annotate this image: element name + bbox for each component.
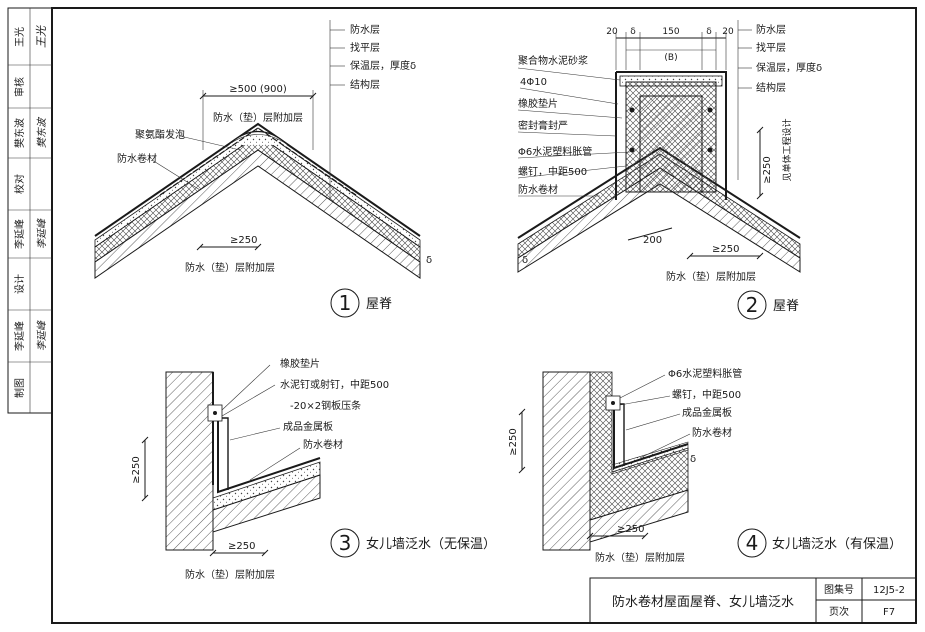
- d2-label-bottom-extra: 防水（垫）层附加层: [666, 270, 756, 283]
- d2-layer-1: 防水层: [756, 23, 786, 36]
- detail-2-ridge: 20 δ 150 δ 20 (B) 防水层 找平层 保温层，厚度δ 结构层 聚合…: [517, 20, 822, 320]
- d2-title: 屋脊: [773, 299, 799, 314]
- d2-dim-b: (B): [664, 53, 677, 63]
- d2-label-3: 橡胶垫片: [518, 97, 558, 110]
- d4-label-bottom-extra: 防水（垫）层附加层: [595, 551, 685, 564]
- d4-dim-bottom: ≥250: [617, 524, 644, 535]
- d3-label-5: 防水卷材: [303, 438, 343, 451]
- d4-number: 4: [746, 531, 759, 555]
- d1-dim-bottom: ≥250: [230, 235, 257, 246]
- d1-label-foam: 聚氨酯发泡: [135, 128, 185, 141]
- sidebar-name-2: 樊东波: [13, 118, 26, 148]
- d4-title: 女儿墙泛水（有保温）: [772, 536, 902, 552]
- titleblock-title: 防水卷材屋面屋脊、女儿墙泛水: [612, 594, 794, 610]
- d2-label-6: 螺钉，中距500: [518, 165, 587, 178]
- signature-3: 李延峰: [36, 218, 48, 249]
- d2-layer-2: 找平层: [756, 41, 786, 54]
- d1-title: 屋脊: [366, 297, 392, 312]
- detail-1-ridge: ≥500 (900) 防水（垫）层附加层 聚氨酯发泡 防水卷材 防水层 找平层 …: [94, 20, 432, 318]
- d1-layer-2: 找平层: [350, 41, 380, 54]
- sidebar-name-4: 李延峰: [13, 321, 26, 351]
- d1-label-membrane: 防水卷材: [117, 152, 157, 165]
- d4-label-2: 螺钉，中距500: [672, 388, 741, 401]
- d2-dim-1: 20: [606, 27, 618, 37]
- titleblock-atlas-value: 12J5-2: [873, 585, 905, 596]
- signature-1: 王光: [35, 25, 48, 48]
- d3-label-1: 橡胶垫片: [280, 357, 320, 370]
- d1-dim-top: ≥500 (900): [229, 84, 287, 95]
- sidebar-name-1: 王光: [13, 27, 26, 47]
- d2-label-7: 防水卷材: [518, 183, 558, 196]
- d2-dim-4: δ: [706, 27, 712, 37]
- d2-dim-200: 200: [643, 235, 662, 246]
- d2-label-2: 4Φ10: [520, 77, 547, 88]
- d2-dim-bottom: ≥250: [712, 244, 739, 255]
- d2-label-4: 密封膏封严: [518, 119, 568, 132]
- d4-label-1: Φ6水泥塑料胀管: [668, 367, 742, 380]
- d3-label-4: 成品金属板: [283, 420, 333, 433]
- d2-dim-3: 150: [662, 27, 679, 37]
- detail-4-parapet: Φ6水泥塑料胀管 螺钉，中距500 成品金属板 防水卷材 δ ≥250 ≥250…: [508, 367, 902, 564]
- d1-layer-1: 防水层: [350, 23, 380, 36]
- d1-label-top-extra: 防水（垫）层附加层: [213, 111, 303, 124]
- detail-3-parapet: 橡胶垫片 水泥钉或射钉，中距500 -20×2钢板压条 成品金属板 防水卷材 ≥…: [131, 357, 496, 581]
- d3-label-bottom-extra: 防水（垫）层附加层: [185, 568, 275, 581]
- d1-number: 1: [339, 291, 352, 315]
- sidebar-role-3: 设计: [13, 274, 26, 294]
- d4-label-4: 防水卷材: [692, 426, 732, 439]
- d4-delta: δ: [690, 454, 696, 465]
- sidebar-role-1: 审核: [13, 77, 26, 97]
- d3-number: 3: [339, 531, 352, 555]
- d2-dim-right-note: 见单体工程设计: [781, 118, 793, 181]
- d3-label-3: -20×2钢板压条: [290, 399, 361, 412]
- signature-4: 李延峰: [36, 320, 48, 351]
- sidebar-role-4: 制图: [13, 378, 26, 398]
- titleblock-page-label: 页次: [829, 605, 849, 618]
- d2-delta: δ: [522, 255, 528, 266]
- d4-label-3: 成品金属板: [682, 406, 732, 419]
- d2-layer-4: 结构层: [756, 81, 786, 94]
- title-block: 防水卷材屋面屋脊、女儿墙泛水 图集号 12J5-2 页次 F7: [589, 577, 917, 624]
- sidebar-name-3: 李延峰: [13, 219, 26, 249]
- d4-dim-left: ≥250: [508, 428, 519, 455]
- d3-dim-left: ≥250: [131, 456, 142, 483]
- d1-label-bottom-extra: 防水（垫）层附加层: [185, 261, 275, 274]
- d2-dim-2: δ: [630, 27, 636, 37]
- d3-dim-bottom: ≥250: [228, 541, 255, 552]
- d1-layer-3: 保温层，厚度δ: [350, 59, 416, 72]
- d2-dim-right: ≥250: [762, 156, 773, 183]
- signature-2: 樊东波: [36, 116, 48, 148]
- d2-label-1: 聚合物水泥砂浆: [518, 54, 588, 67]
- d1-layer-4: 结构层: [350, 78, 380, 91]
- d1-delta: δ: [426, 255, 432, 266]
- sidebar-role-2: 校对: [13, 174, 26, 194]
- d2-number: 2: [746, 293, 759, 317]
- d2-label-5: Φ6水泥塑料胀管: [518, 145, 592, 158]
- d2-layer-3: 保温层，厚度δ: [756, 61, 822, 74]
- d3-label-2: 水泥钉或射钉，中距500: [280, 378, 389, 391]
- approval-sidebar: 王光 王光 审核 樊东波 樊东波 校对 李延峰 李延峰 设计 李延峰 李延峰 制…: [7, 7, 53, 414]
- titleblock-atlas-label: 图集号: [824, 583, 854, 596]
- titleblock-page-value: F7: [883, 607, 895, 618]
- d3-title: 女儿墙泛水（无保温）: [366, 536, 496, 552]
- d2-dim-5: 20: [722, 27, 734, 37]
